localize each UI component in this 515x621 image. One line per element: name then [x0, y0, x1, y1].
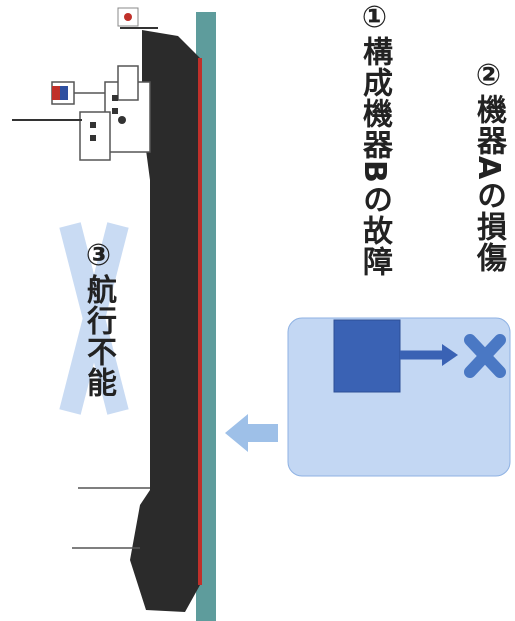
bridge-top — [117, 65, 139, 101]
connection-arrowhead — [442, 344, 458, 366]
component-b-block — [333, 319, 401, 393]
label-navigation-disabled: ③航行不能 — [81, 238, 116, 398]
window-icon — [90, 122, 96, 128]
porthole-icon — [118, 116, 126, 124]
damaged-component-a-icon — [464, 334, 506, 378]
label-component-b-failure: ①構成機器Bの故障 — [357, 0, 392, 277]
impact-arrow — [225, 414, 278, 452]
flag-icon — [117, 7, 139, 27]
hull-waterline-stripe — [198, 58, 202, 585]
label-component-a-damage: ②機器Aの損傷 — [471, 58, 506, 274]
x-mark-icon — [59, 222, 129, 415]
funnel-band — [52, 86, 60, 100]
ship-hull — [130, 30, 200, 612]
funnel-band — [60, 86, 68, 100]
window-icon — [112, 108, 118, 114]
window-icon — [90, 135, 96, 141]
window-icon — [112, 95, 118, 101]
